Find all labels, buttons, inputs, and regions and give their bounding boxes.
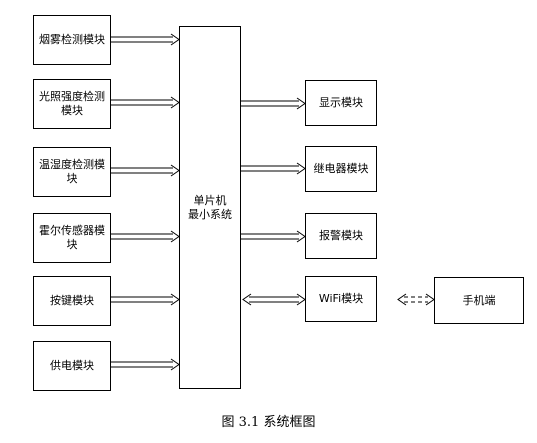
smoke-detection-label: 烟雾检测模块 [39, 33, 105, 46]
alarm-module: 报警模块 [305, 213, 377, 259]
light-intensity-label: 光照强度检测模块 [39, 90, 105, 117]
key-module-label: 按键模块 [50, 294, 94, 307]
arrow-mcu-to-alarm [241, 230, 306, 243]
arrow-temp-to-mcu [111, 164, 180, 177]
wifi-module: WiFi模块 [305, 276, 377, 322]
relay-module-label: 继电器模块 [313, 162, 369, 175]
arrow-mcu-to-relay [241, 162, 306, 175]
temp-humidity-module: 温湿度检测模块 [33, 147, 111, 197]
display-module: 显示模块 [305, 80, 377, 126]
mcu-minimum-system: 单片机 最小系统 [179, 26, 241, 389]
mobile-phone-terminal: 手机端 [434, 277, 524, 324]
power-supply-label: 供电模块 [50, 359, 94, 372]
hall-sensor-module: 霍尔传感器模块 [33, 213, 111, 263]
arrow-mcu-wifi-bidirectional [242, 293, 306, 306]
alarm-module-label: 报警模块 [319, 229, 363, 242]
mcu-label-line2: 最小系统 [188, 207, 232, 221]
arrow-smoke-to-mcu [111, 33, 180, 46]
key-module: 按键模块 [33, 276, 111, 326]
hall-sensor-label: 霍尔传感器模块 [39, 224, 105, 251]
light-intensity-module: 光照强度检测模块 [33, 79, 111, 129]
figure-caption: 图 3.1 系统框图 [221, 415, 316, 430]
smoke-detection-module: 烟雾检测模块 [33, 15, 111, 65]
power-supply-module: 供电模块 [33, 341, 111, 391]
arrow-mcu-to-display [241, 97, 306, 110]
arrow-light-to-mcu [111, 96, 180, 109]
arrow-power-to-mcu [111, 358, 180, 371]
arrow-wifi-phone-dashed [397, 293, 435, 306]
temp-humidity-label: 温湿度检测模块 [39, 158, 105, 185]
relay-module: 继电器模块 [305, 146, 377, 192]
wifi-module-label: WiFi模块 [318, 292, 364, 305]
mcu-label-line1: 单片机 [193, 193, 227, 207]
display-module-label: 显示模块 [319, 96, 363, 109]
mobile-phone-label: 手机端 [462, 293, 496, 307]
arrow-hall-to-mcu [111, 230, 180, 243]
arrow-key-to-mcu [111, 293, 180, 306]
